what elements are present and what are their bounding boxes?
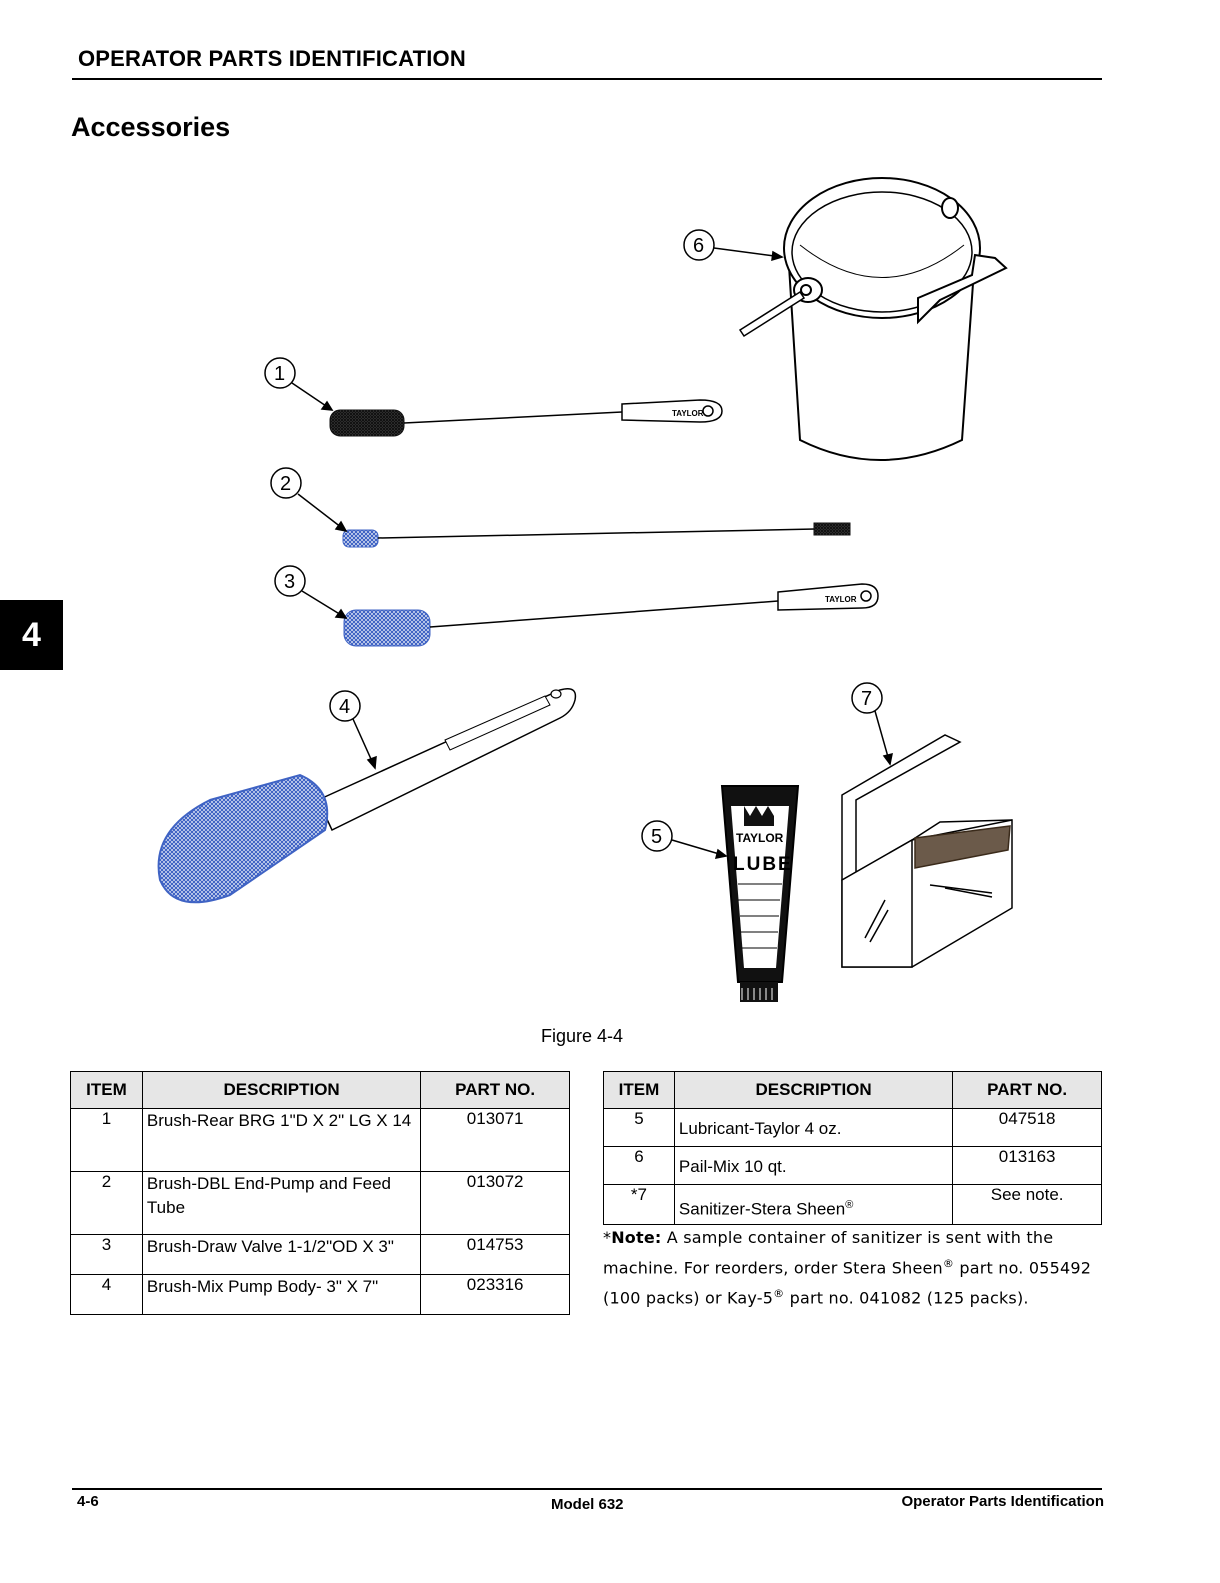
description-cell: Pail-Mix 10 qt. bbox=[673, 1146, 954, 1185]
footer-divider bbox=[72, 1488, 1102, 1490]
item-cell: 3 bbox=[70, 1234, 143, 1275]
footer-section: Operator Parts Identification bbox=[901, 1493, 1104, 1510]
table-row: 5 Lubricant-Taylor 4 oz. 047518 bbox=[603, 1108, 1102, 1147]
part-no-cell: 023316 bbox=[420, 1274, 570, 1315]
parts-table-right: ITEM DESCRIPTION PART NO. 5 Lubricant-Ta… bbox=[603, 1071, 1102, 1225]
table-row: 6 Pail-Mix 10 qt. 013163 bbox=[603, 1146, 1102, 1185]
footer-model: Model 632 bbox=[551, 1496, 624, 1513]
lube-tube-illustration: TAYLOR LUBE bbox=[720, 785, 800, 1002]
part-no-cell: 013072 bbox=[420, 1171, 570, 1235]
part-no-cell: See note. bbox=[952, 1184, 1102, 1225]
item-cell: *7 bbox=[603, 1184, 675, 1225]
tube-label-text: LUBE bbox=[733, 854, 793, 875]
registered-mark: ® bbox=[942, 1257, 955, 1270]
double-end-brush-illustration bbox=[342, 522, 851, 548]
table-row: 1 Brush-Rear BRG 1"D X 2" LG X 14 013071 bbox=[70, 1108, 570, 1172]
registered-mark: ® bbox=[773, 1287, 785, 1301]
note-asterisk: * bbox=[603, 1228, 612, 1247]
svg-text:TAYLOR: TAYLOR bbox=[825, 595, 857, 604]
svg-text:2: 2 bbox=[280, 473, 291, 495]
column-header-item: ITEM bbox=[603, 1071, 675, 1109]
note-label: Note: bbox=[611, 1228, 662, 1247]
section-title: Accessories bbox=[71, 112, 231, 142]
table-header-row: ITEM DESCRIPTION PART NO. bbox=[603, 1071, 1102, 1109]
column-header-description: DESCRIPTION bbox=[141, 1071, 422, 1109]
figure-caption: Figure 4-4 bbox=[541, 1026, 624, 1046]
mix-pump-body-brush-illustration bbox=[157, 688, 577, 904]
description-text: Sanitizer-Stera Sheen bbox=[678, 1199, 846, 1219]
item-cell: 4 bbox=[70, 1274, 143, 1315]
tube-brand-text: TAYLOR bbox=[736, 831, 784, 845]
item-cell: 5 bbox=[603, 1108, 675, 1147]
sanitizer-box-illustration bbox=[841, 734, 1013, 968]
part-no-cell: 013163 bbox=[952, 1146, 1102, 1185]
table-header-row: ITEM DESCRIPTION PART NO. bbox=[70, 1071, 570, 1109]
description-cell: Sanitizer-Stera Sheen® bbox=[673, 1184, 954, 1225]
item-cell: 6 bbox=[603, 1146, 675, 1185]
item-cell: 2 bbox=[70, 1171, 143, 1235]
column-header-part-no: PART NO. bbox=[952, 1071, 1102, 1109]
part-no-cell: 014753 bbox=[420, 1234, 570, 1275]
part-no-cell: 013071 bbox=[420, 1108, 570, 1172]
rear-bearing-brush-illustration: TAYLOR bbox=[329, 399, 723, 437]
column-header-item: ITEM bbox=[70, 1071, 143, 1109]
description-cell: Lubricant-Taylor 4 oz. bbox=[673, 1108, 954, 1147]
header-divider bbox=[72, 78, 1102, 80]
svg-text:5: 5 bbox=[651, 826, 662, 848]
handle-brand-text: TAYLOR bbox=[672, 409, 704, 418]
callout-3: 3 bbox=[274, 565, 348, 619]
callout-1: 1 bbox=[264, 357, 334, 411]
description-cell: Brush-Draw Valve 1-1/2"OD X 3" bbox=[141, 1234, 422, 1275]
svg-text:7: 7 bbox=[861, 688, 872, 710]
chapter-tab: 4 bbox=[0, 600, 63, 670]
item-cell: 1 bbox=[70, 1108, 143, 1172]
mix-pail-illustration bbox=[738, 177, 1008, 461]
description-cell: Brush-Rear BRG 1"D X 2" LG X 14 bbox=[141, 1108, 422, 1172]
chapter-tab-label: 4 bbox=[22, 615, 41, 654]
sanitizer-note: *Note: A sample container of sanitizer i… bbox=[603, 1225, 1103, 1312]
draw-valve-brush-illustration: TAYLOR bbox=[343, 583, 879, 647]
part-no-cell: 047518 bbox=[952, 1108, 1102, 1147]
description-cell: Brush-Mix Pump Body- 3" X 7" bbox=[141, 1274, 422, 1315]
note-text: part no. 041082 (125 packs). bbox=[784, 1288, 1029, 1308]
callout-2: 2 bbox=[270, 467, 348, 533]
table-row: *7 Sanitizer-Stera Sheen® See note. bbox=[603, 1184, 1102, 1225]
svg-text:6: 6 bbox=[693, 235, 704, 257]
page-header-title: OPERATOR PARTS IDENTIFICATION bbox=[78, 46, 466, 71]
table-row: 2 Brush-DBL End-Pump and Feed Tube 01307… bbox=[70, 1171, 570, 1235]
callout-5: 5 bbox=[641, 820, 728, 859]
column-header-description: DESCRIPTION bbox=[673, 1071, 954, 1109]
column-header-part-no: PART NO. bbox=[420, 1071, 570, 1109]
callout-6: 6 bbox=[683, 229, 784, 262]
svg-text:4: 4 bbox=[339, 696, 350, 718]
description-cell: Brush-DBL End-Pump and Feed Tube bbox=[141, 1171, 422, 1235]
parts-table-left: ITEM DESCRIPTION PART NO. 1 Brush-Rear B… bbox=[70, 1071, 570, 1315]
svg-text:3: 3 bbox=[284, 571, 295, 593]
svg-text:1: 1 bbox=[274, 363, 285, 385]
callout-7: 7 bbox=[851, 682, 893, 766]
footer-page-number: 4-6 bbox=[77, 1493, 99, 1510]
callout-4: 4 bbox=[329, 690, 377, 770]
note-text: part no. 055492 (100 packs) or Kay-5 bbox=[603, 1258, 1092, 1308]
note-text: A sample container of sanitizer is sent … bbox=[603, 1228, 1054, 1278]
table-row: 4 Brush-Mix Pump Body- 3" X 7" 023316 bbox=[70, 1274, 570, 1315]
accessories-figure: TAYLOR TAYLOR TAYLOR LUBE bbox=[150, 170, 1050, 1025]
registered-mark: ® bbox=[845, 1199, 854, 1211]
table-row: 3 Brush-Draw Valve 1-1/2"OD X 3" 014753 bbox=[70, 1234, 570, 1275]
